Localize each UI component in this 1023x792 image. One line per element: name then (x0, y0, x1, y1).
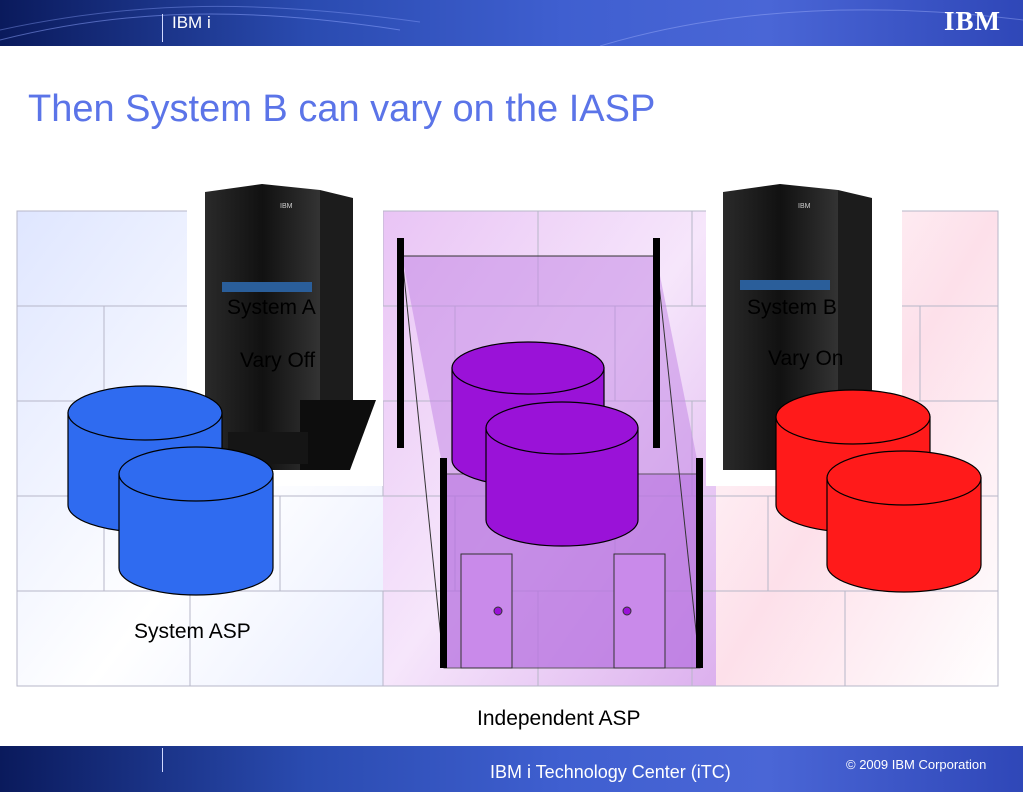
system-asp-disk-front (118, 446, 274, 596)
iasp-door-left (460, 553, 513, 669)
iasp-disk-front (485, 401, 639, 547)
slide-title: Then System B can vary on the IASP (28, 88, 656, 130)
system-a-name: System A (227, 296, 316, 319)
system-a-status: Vary Off (240, 349, 316, 372)
system-b-disk-front (826, 450, 982, 593)
footer-copyright: © 2009 IBM Corporation (846, 757, 987, 772)
svg-text:IBM: IBM (798, 203, 811, 210)
product-name: IBM i (172, 13, 211, 32)
system-b-status: Vary On (768, 347, 844, 370)
independent-asp-label: Independent ASP (477, 707, 641, 730)
ibm-logo: IBM (944, 6, 1001, 36)
footer-divider (162, 748, 163, 772)
system-asp-label: System ASP (134, 620, 251, 643)
header-divider (162, 14, 163, 42)
header-bar: IBM i IBM (0, 0, 1023, 46)
header-swirl-decoration (0, 5, 1023, 46)
footer-bar: IBM i Technology Center (iTC) © 2009 IBM… (0, 746, 1023, 792)
iasp-door-right (613, 553, 666, 669)
svg-text:IBM: IBM (280, 203, 293, 210)
system-b-name: System B (747, 296, 837, 319)
footer-center-text: IBM i Technology Center (iTC) (490, 762, 731, 782)
